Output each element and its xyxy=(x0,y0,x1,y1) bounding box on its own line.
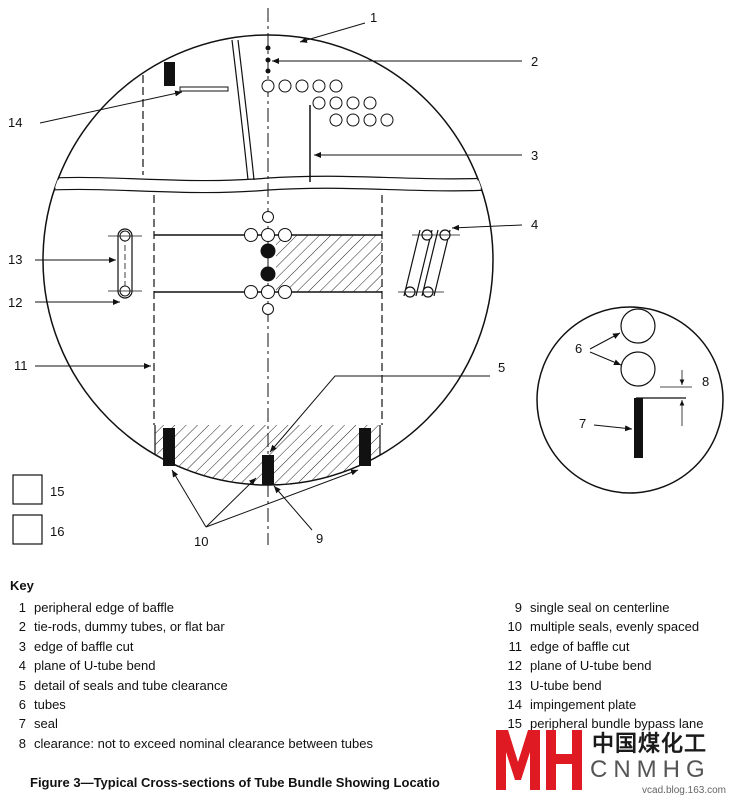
key-item: 12 plane of U-tube bend xyxy=(498,658,652,674)
callout-9: 9 xyxy=(316,531,323,546)
key-item-text: plane of U-tube bend xyxy=(34,658,156,674)
callout-3: 3 xyxy=(531,148,538,163)
key-item-number: 13 xyxy=(507,677,522,693)
callout-8: 8 xyxy=(702,374,709,389)
key-item: 10 multiple seals, evenly spaced xyxy=(498,619,700,635)
key-item-text: tubes xyxy=(34,697,66,712)
u-tube-bend-right xyxy=(398,229,460,298)
seal-right xyxy=(359,428,371,466)
watermark-logo xyxy=(496,730,582,790)
key-item: 1 peripheral edge of baffle xyxy=(2,600,174,616)
key-item: 2 tie-rods, dummy tubes, or flat bar xyxy=(2,619,225,635)
key-item: 14 impingement plate xyxy=(498,697,637,713)
callout-6: 6 xyxy=(575,341,582,356)
watermark-chinese: 中国煤化工 xyxy=(592,731,708,756)
key-item: 7 seal xyxy=(2,716,58,732)
key-item-text: seal xyxy=(34,716,58,732)
key-item: 13 U-tube bend xyxy=(498,678,602,694)
impingement-plate xyxy=(179,86,229,92)
key-item-text: U-tube bend xyxy=(530,677,602,693)
callout-15: 15 xyxy=(50,484,64,499)
figure-caption: Figure 3—Typical Cross-sections of Tube … xyxy=(30,775,440,790)
key-item: 6 tubes xyxy=(2,697,66,713)
pass-partition-hatch xyxy=(276,235,382,292)
callout-16: 16 xyxy=(50,524,64,539)
key-item-number: 15 xyxy=(507,716,522,732)
detail-circle xyxy=(536,306,724,494)
key-item-number: 1 xyxy=(18,600,26,615)
callout-4: 4 xyxy=(531,217,538,232)
central-tube-cluster xyxy=(244,211,292,315)
legend-box-15 xyxy=(12,474,43,505)
key-item-number: 7 xyxy=(18,716,26,732)
upper-tube-array xyxy=(261,79,394,127)
key-item-text: peripheral edge of baffle xyxy=(34,600,174,615)
seal-center xyxy=(262,455,274,485)
key-item: 8 clearance: not to exceed nominal cleara… xyxy=(2,736,373,752)
key-item-text: single seal on centerline xyxy=(530,600,670,615)
key-item-number: 2 xyxy=(18,619,26,635)
key-item-number: 9 xyxy=(514,600,522,615)
key-item: 5 detail of seals and tube clearance xyxy=(2,678,228,694)
callout-7: 7 xyxy=(579,416,586,431)
key-item-text: peripheral bundle bypass lane xyxy=(530,716,704,732)
key-item-number: 4 xyxy=(18,658,26,674)
key-item-text: edge of baffle cut xyxy=(530,638,630,654)
callout-5: 5 xyxy=(498,360,505,375)
legend-box-16 xyxy=(12,514,43,545)
callout-12: 12 xyxy=(8,295,22,310)
key-item-text: impingement plate xyxy=(530,697,637,712)
key-item: 4 plane of U-tube bend xyxy=(2,658,156,674)
key-item-number: 14 xyxy=(507,697,522,712)
callout-14: 14 xyxy=(8,115,22,130)
detail-tube-lower xyxy=(620,351,656,387)
key-item-text: clearance: not to exceed nominal clearan… xyxy=(34,735,373,751)
watermark-url: vcad.blog.163.com xyxy=(642,785,726,796)
tube-bundle-cross-section-diagram: 1 2 3 4 5 6 7 8 9 10 11 12 13 14 15 16 xyxy=(8,8,724,549)
watermark-english: CNMHG xyxy=(590,756,711,783)
callout-1: 1 xyxy=(370,10,377,25)
key-item-text: plane of U-tube bend xyxy=(530,658,652,674)
key-item-text: edge of baffle cut xyxy=(34,638,134,654)
detail-seal xyxy=(634,398,643,458)
key-item-number: 8 xyxy=(18,735,26,751)
key-item: 11 edge of baffle cut xyxy=(498,639,630,655)
upper-break-line xyxy=(231,39,249,181)
callout-11: 11 xyxy=(14,358,28,373)
callout-13: 13 xyxy=(8,252,22,267)
key-item: 9 single seal on centerline xyxy=(498,600,670,616)
seal-left xyxy=(163,428,175,466)
key-title: Key xyxy=(10,578,34,593)
key-item-text: multiple seals, evenly spaced xyxy=(530,619,700,635)
key-item-number: 12 xyxy=(507,658,522,674)
watermark: 中国煤化工 CNMHG vcad.blog.163.com xyxy=(492,718,732,798)
key-item-text: detail of seals and tube clearance xyxy=(34,677,228,693)
u-tube-bend-left xyxy=(108,228,142,299)
key-item: 15 peripheral bundle bypass lane xyxy=(498,716,704,732)
key-item-number: 11 xyxy=(508,638,523,654)
key-item-number: 6 xyxy=(18,697,26,712)
top-seal-bar xyxy=(164,62,175,86)
key-item-text: tie-rods, dummy tubes, or flat bar xyxy=(34,619,225,635)
key-item-number: 5 xyxy=(18,677,26,693)
key-item-number: 10 xyxy=(507,619,522,635)
callout-10: 10 xyxy=(194,534,208,549)
key-item-number: 3 xyxy=(18,638,26,654)
detail-tube-upper xyxy=(620,308,656,344)
callout-2: 2 xyxy=(531,54,538,69)
key-item: 3 edge of baffle cut xyxy=(2,639,134,655)
